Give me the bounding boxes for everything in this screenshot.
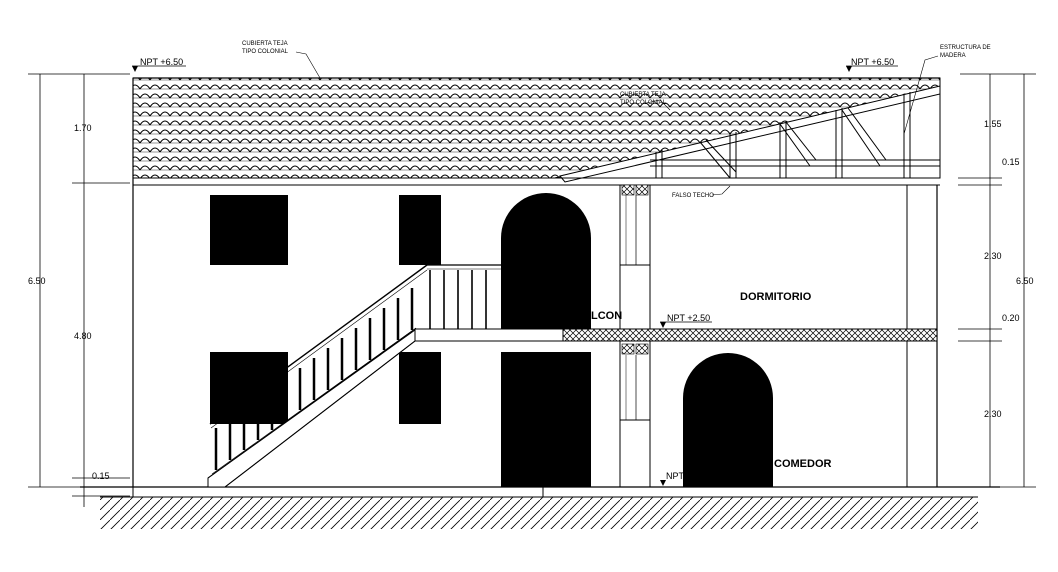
dim-right-beam: 0.15: [1002, 157, 1020, 167]
right-dimensions: [958, 73, 1036, 488]
dim-left-total: 6.50: [28, 276, 46, 286]
dim-right-lower: 2.30: [984, 409, 1002, 419]
left-dimensions: [28, 73, 130, 507]
dim-left-base: 0.15: [92, 471, 110, 481]
dim-left-roof: 1.70: [74, 123, 92, 133]
note-roof-tile2-b: TIPO COLONIAL: [620, 100, 667, 106]
note-wood-structure-b: MADERA: [940, 53, 966, 59]
level-top-left: NPT +6.50: [140, 57, 183, 67]
eave-beam: [133, 177, 940, 186]
room-balcony: LCON: [591, 310, 622, 322]
level-mid: NPT +2.50: [667, 313, 710, 323]
floor-slab: [414, 328, 938, 342]
dim-right-upper: 2.30: [984, 251, 1002, 261]
level-top-right: NPT +6.50: [851, 57, 894, 67]
dim-right-slab: 0.20: [1002, 313, 1020, 323]
room-dining: COMEDOR: [774, 458, 832, 470]
plinth: [132, 486, 544, 498]
wood-truss: [554, 85, 941, 183]
dim-right-total: 6.50: [1016, 276, 1034, 286]
note-false-ceiling: FALSO TECHO: [672, 193, 714, 199]
note-roof-tile2-a: CUBIERTA TEJA: [620, 92, 666, 98]
ground-hatch: [100, 496, 978, 529]
room-bedroom: DORMITORIO: [740, 291, 812, 303]
level-markers: [132, 65, 898, 486]
dim-right-roof: 1.55: [984, 119, 1002, 129]
doors: [501, 193, 773, 487]
note-wood-structure-a: ESTRUCTURA DE: [940, 45, 991, 51]
note-roof-tile-b: TIPO COLONIAL: [242, 49, 289, 55]
note-roof-tile-a: CUBIERTA TEJA: [242, 41, 288, 47]
windows: [210, 195, 441, 424]
level-ground: NPT: [666, 471, 685, 481]
staircase: [207, 264, 570, 488]
leader-lines: [295, 51, 939, 196]
dim-left-body: 4.80: [74, 331, 92, 341]
